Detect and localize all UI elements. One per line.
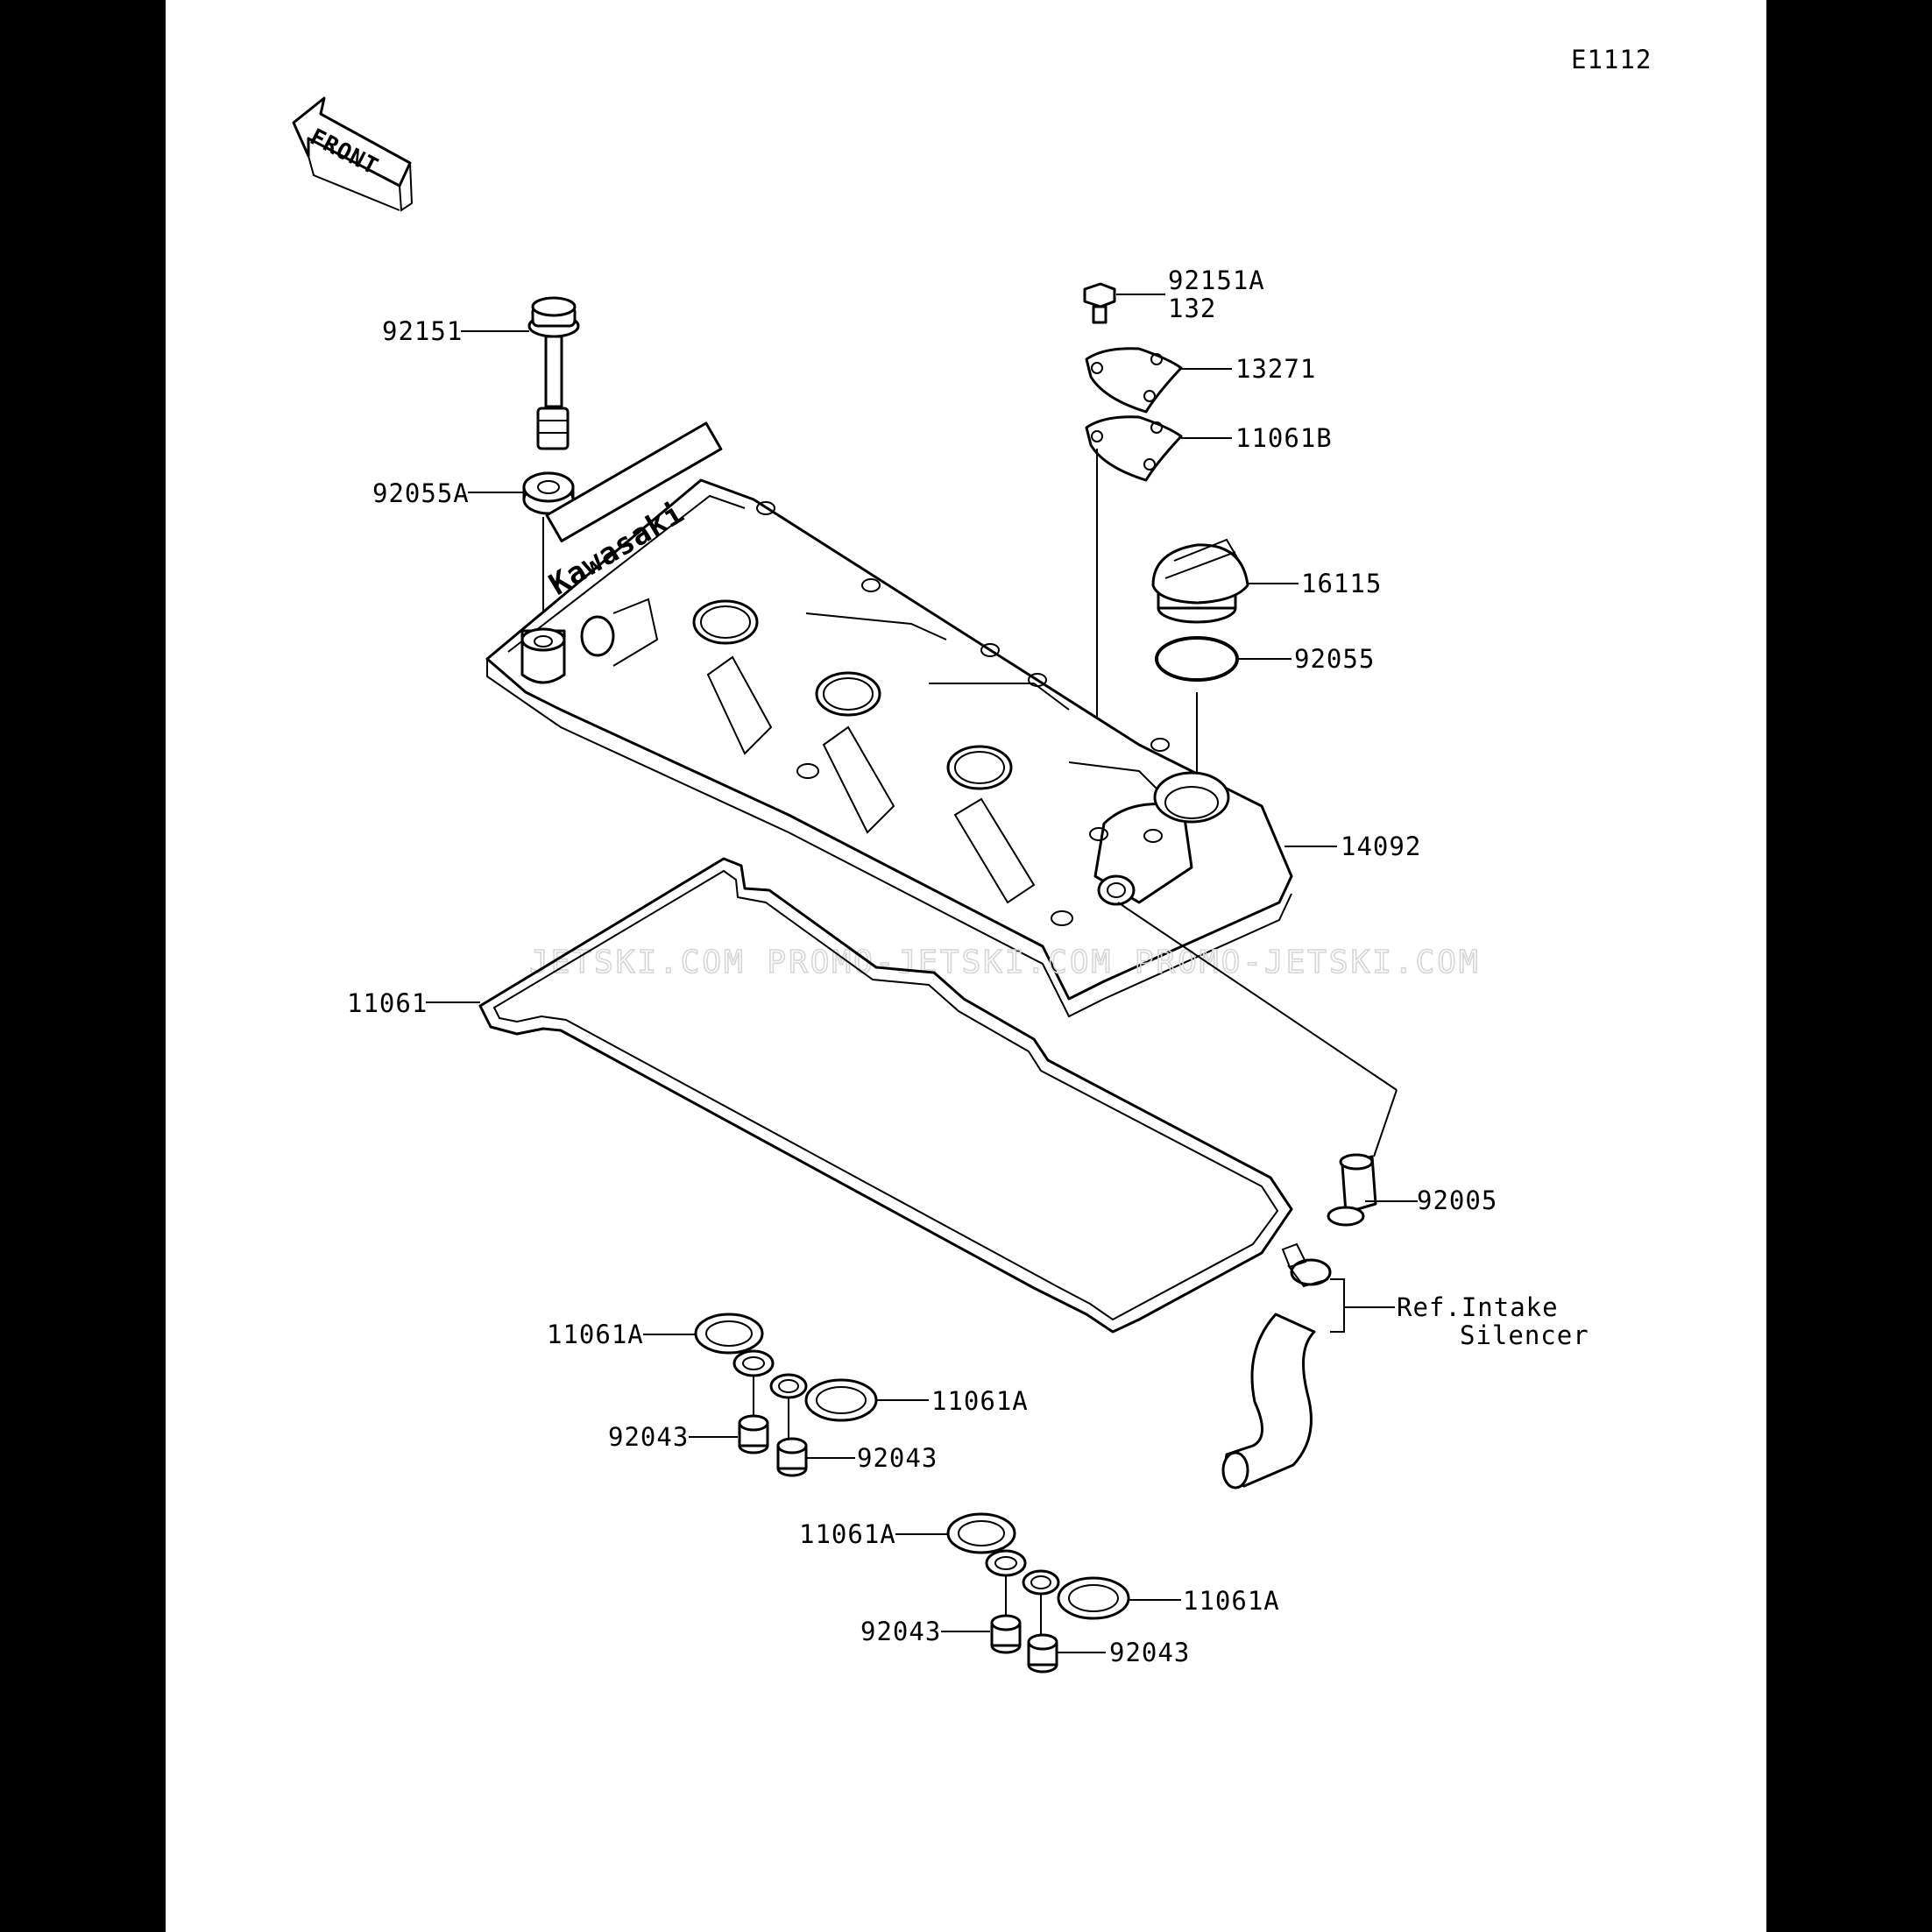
- oring-92055[interactable]: [1155, 636, 1239, 682]
- ring-11061A-1[interactable]: [694, 1313, 764, 1355]
- label-92043-4: 92043: [1109, 1638, 1190, 1667]
- label-11061A-4: 11061A: [1183, 1586, 1280, 1616]
- label-11061A-2: 11061A: [931, 1386, 1029, 1416]
- label-11061: 11061: [347, 988, 428, 1018]
- label-11061B: 11061B: [1235, 423, 1333, 453]
- small-ring-2[interactable]: [769, 1373, 808, 1399]
- label-11061A-3: 11061A: [799, 1519, 896, 1549]
- fitting-92005[interactable]: [1327, 1153, 1377, 1227]
- gasket-11061[interactable]: [478, 857, 1293, 1334]
- label-92005: 92005: [1417, 1185, 1497, 1215]
- bolt-92151[interactable]: [527, 296, 580, 450]
- diagram-sheet: [166, 0, 1766, 1932]
- cylinder-head-cover-14092[interactable]: Kawasaki: [485, 421, 1293, 1018]
- small-ring-4[interactable]: [1022, 1569, 1060, 1596]
- dowel-92043-3[interactable]: [990, 1614, 1022, 1654]
- label-92151: 92151: [382, 316, 463, 346]
- ring-11061A-2[interactable]: [804, 1378, 878, 1422]
- hose-clamp[interactable]: [1281, 1242, 1332, 1288]
- bolt-92151A[interactable]: [1083, 282, 1116, 324]
- label-16115: 16115: [1301, 569, 1382, 598]
- diagram-code: E1112: [1571, 45, 1652, 74]
- front-arrow-icon: FRONT: [292, 96, 414, 212]
- small-ring-1[interactable]: [732, 1349, 775, 1377]
- ring-11061A-4[interactable]: [1057, 1576, 1130, 1620]
- label-92055A: 92055A: [372, 478, 470, 508]
- plate-13271[interactable]: [1085, 347, 1183, 414]
- dowel-92043-2[interactable]: [776, 1437, 808, 1477]
- oil-cap-16115[interactable]: [1151, 538, 1249, 624]
- label-92043-2: 92043: [857, 1443, 938, 1473]
- dowel-92043-1[interactable]: [738, 1414, 769, 1454]
- label-13271: 13271: [1235, 354, 1316, 384]
- ring-11061A-3[interactable]: [946, 1512, 1016, 1554]
- label-ref-line2: Silencer: [1460, 1320, 1589, 1350]
- label-92043-3: 92043: [860, 1617, 941, 1646]
- label-92055: 92055: [1294, 644, 1375, 674]
- watermark: JETSKI.COM PROMO-JETSKI.COM PROMO-JETSKI…: [529, 945, 1481, 980]
- hose[interactable]: [1221, 1313, 1316, 1490]
- small-ring-3[interactable]: [985, 1549, 1027, 1577]
- dowel-92043-4[interactable]: [1027, 1633, 1058, 1674]
- label-92151A: 92151A: [1168, 265, 1265, 295]
- label-14092: 14092: [1341, 832, 1421, 861]
- label-11061A-1: 11061A: [547, 1320, 644, 1349]
- gasket-11061B[interactable]: [1085, 415, 1183, 482]
- label-92043-1: 92043: [608, 1422, 689, 1452]
- label-132: 132: [1168, 294, 1216, 323]
- label-ref-line1: Ref.Intake: [1397, 1292, 1559, 1322]
